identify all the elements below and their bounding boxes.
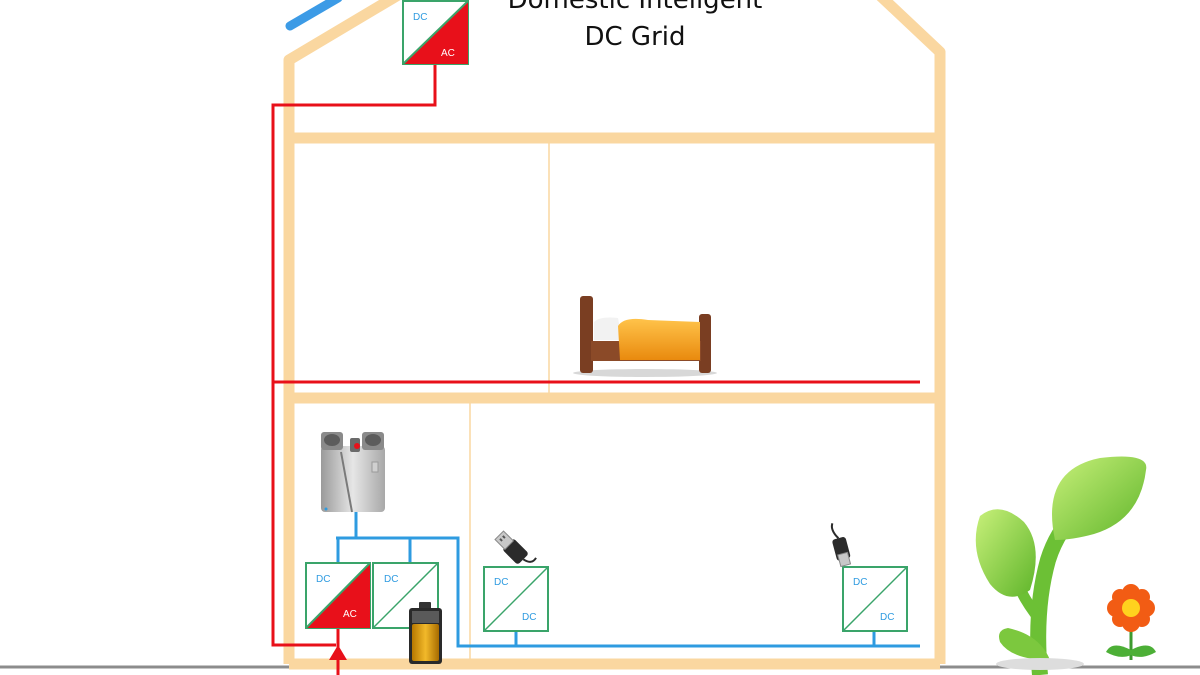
heat-pump-icon — [321, 432, 385, 513]
house-frame — [283, 0, 946, 670]
usb-converter-left-bottom-label: DC — [522, 612, 536, 623]
grid-inverter-bottom-label: AC — [343, 609, 357, 620]
roof-inverter: DC AC — [402, 0, 469, 65]
usb-converter-left: DC DC — [483, 566, 549, 632]
roof-inverter-top-label: DC — [413, 12, 427, 23]
usb-plug-icon — [494, 530, 537, 564]
battery-icon — [409, 602, 442, 664]
grid-inverter: DC AC — [305, 562, 371, 629]
flower-icon — [1106, 584, 1156, 660]
grid-inverter-top-label: DC — [316, 574, 330, 585]
usb-converter-right-top-label: DC — [853, 577, 867, 588]
bed-icon — [573, 296, 717, 377]
usb-converter-right: DC DC — [842, 566, 908, 632]
solar-panel-icon — [285, 0, 343, 31]
dc-wiring — [336, 512, 920, 648]
grid-arrow-icon — [329, 645, 347, 660]
battery-converter-top-label: DC — [384, 574, 398, 585]
diagram-title-line-2: DC Grid — [584, 22, 686, 52]
usb-converter-right-bottom-label: DC — [880, 612, 894, 623]
usb-converter-left-top-label: DC — [494, 577, 508, 588]
diagram-title-line-1: Domestic Inteligent — [507, 0, 763, 15]
plant-icon — [975, 456, 1147, 675]
usb-plug-icon — [830, 522, 852, 568]
roof-inverter-bottom-label: AC — [441, 48, 455, 59]
